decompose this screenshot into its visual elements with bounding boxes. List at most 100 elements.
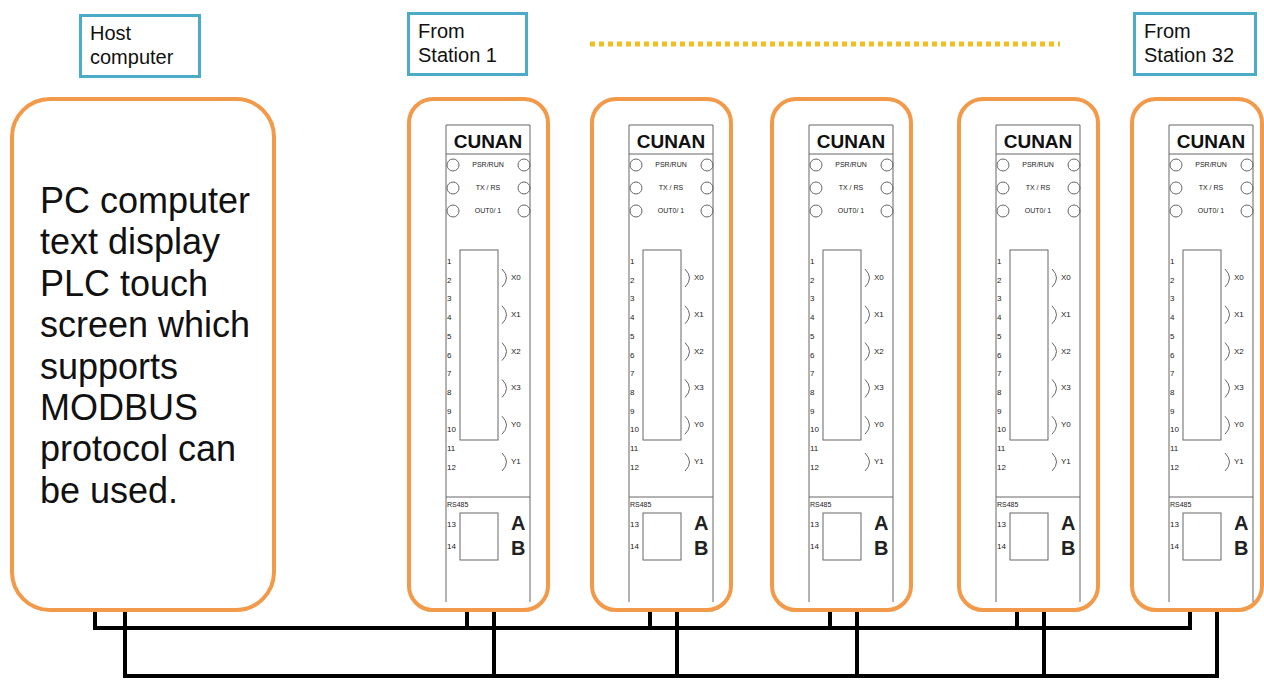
terminal-block: [1183, 250, 1221, 440]
io-label: X1: [1234, 311, 1244, 319]
module-stroke: [629, 125, 713, 126]
module-stroke: [530, 125, 531, 602]
io-label: Y0: [1061, 421, 1071, 429]
io-bracket: [1225, 379, 1230, 397]
io-label: X1: [694, 311, 704, 319]
led-indicator: [1068, 205, 1080, 217]
terminal-number: 12: [997, 464, 1006, 472]
io-bracket: [865, 269, 870, 287]
brand-name: CUNAN: [1169, 132, 1253, 151]
led-label: TX / RS: [459, 184, 517, 191]
terminal-number: 8: [1170, 389, 1174, 397]
led-label: OUT0/ 1: [642, 207, 700, 214]
slave-module: CUNANPSR/RUNTX / RSOUT0/ 112345678910111…: [1130, 97, 1264, 612]
io-label: X0: [694, 274, 704, 282]
io-label: X2: [694, 348, 704, 356]
rs485-terminal: [643, 513, 681, 560]
rs485-terminal: [460, 513, 498, 560]
io-label: Y0: [511, 421, 521, 429]
module-outline: [411, 101, 546, 608]
module-stroke: [629, 125, 630, 602]
terminal-number: 1: [1170, 258, 1174, 266]
terminal-number: 14: [997, 543, 1006, 551]
terminal-number: 12: [1170, 464, 1179, 472]
led-indicator: [1068, 182, 1080, 194]
terminal-number: 11: [997, 445, 1005, 453]
io-label: X0: [1061, 274, 1071, 282]
io-label: X0: [874, 274, 884, 282]
led-indicator: [701, 205, 713, 217]
terminal-number: 11: [447, 445, 455, 453]
bus-line-label: A: [1061, 513, 1075, 533]
terminal-number: 14: [630, 543, 639, 551]
io-label: X3: [511, 384, 521, 392]
terminal-number: 14: [447, 543, 456, 551]
io-label: X0: [1234, 274, 1244, 282]
terminal-number: 4: [810, 314, 814, 322]
io-bracket: [502, 453, 507, 471]
led-indicator: [630, 205, 642, 217]
bus-line-label: B: [1234, 538, 1248, 558]
io-bracket: [502, 343, 507, 361]
terminal-number: 5: [630, 333, 634, 341]
slave-module: CUNANPSR/RUNTX / RSOUT0/ 112345678910111…: [770, 97, 913, 612]
io-label: Y0: [1234, 421, 1244, 429]
slave-module: CUNANPSR/RUNTX / RSOUT0/ 112345678910111…: [407, 97, 550, 612]
io-label: Y1: [1061, 458, 1071, 466]
rs485-bus-wire: [95, 612, 467, 628]
terminal-number: 1: [447, 258, 451, 266]
io-bracket: [865, 453, 870, 471]
terminal-number: 9: [1170, 408, 1174, 416]
rs485-bus-wire: [1044, 612, 1217, 676]
port-label: RS485: [630, 501, 651, 508]
led-indicator: [881, 205, 893, 217]
terminal-number: 2: [1170, 277, 1174, 285]
terminal-number: 11: [630, 445, 638, 453]
terminal-number: 3: [1170, 295, 1174, 303]
terminal-number: 8: [810, 389, 814, 397]
io-label: X1: [1061, 311, 1071, 319]
module-stroke: [996, 125, 1080, 126]
terminal-number: 7: [447, 370, 451, 378]
led-indicator: [701, 159, 713, 171]
led-indicator: [447, 205, 459, 217]
rs485-terminal: [1183, 513, 1221, 560]
led-label: PSR/RUN: [459, 161, 517, 168]
io-bracket: [502, 416, 507, 434]
terminal-number: 2: [810, 277, 814, 285]
io-bracket: [1225, 343, 1230, 361]
terminal-number: 7: [997, 370, 1001, 378]
terminal-number: 12: [447, 464, 456, 472]
port-label: RS485: [1170, 501, 1191, 508]
io-label: X3: [1061, 384, 1071, 392]
terminal-number: 5: [447, 333, 451, 341]
led-indicator: [518, 159, 530, 171]
terminal-number: 6: [447, 352, 451, 360]
io-label: X3: [1234, 384, 1244, 392]
io-bracket: [685, 269, 690, 287]
led-indicator: [447, 182, 459, 194]
io-label: X2: [511, 348, 521, 356]
station-tag: From Station 1: [407, 12, 528, 76]
terminal-number: 3: [810, 295, 814, 303]
led-indicator: [997, 205, 1009, 217]
station-tag: From Station 32: [1133, 12, 1257, 76]
module-stroke: [996, 497, 1080, 498]
brand-name: CUNAN: [629, 132, 713, 151]
module-outline: [774, 101, 909, 608]
module-stroke: [1080, 125, 1081, 602]
io-label: X2: [1234, 348, 1244, 356]
terminal-number: 9: [810, 408, 814, 416]
io-bracket: [685, 453, 690, 471]
port-label: RS485: [447, 501, 468, 508]
terminal-block: [643, 250, 681, 440]
bus-line-label: B: [1061, 538, 1075, 558]
module-stroke: [1169, 125, 1253, 126]
led-indicator: [518, 182, 530, 194]
io-label: Y0: [874, 421, 884, 429]
terminal-number: 8: [447, 389, 451, 397]
terminal-number: 8: [630, 389, 634, 397]
terminal-number: 3: [997, 295, 1001, 303]
led-label: OUT0/ 1: [459, 207, 517, 214]
terminal-number: 9: [630, 408, 634, 416]
